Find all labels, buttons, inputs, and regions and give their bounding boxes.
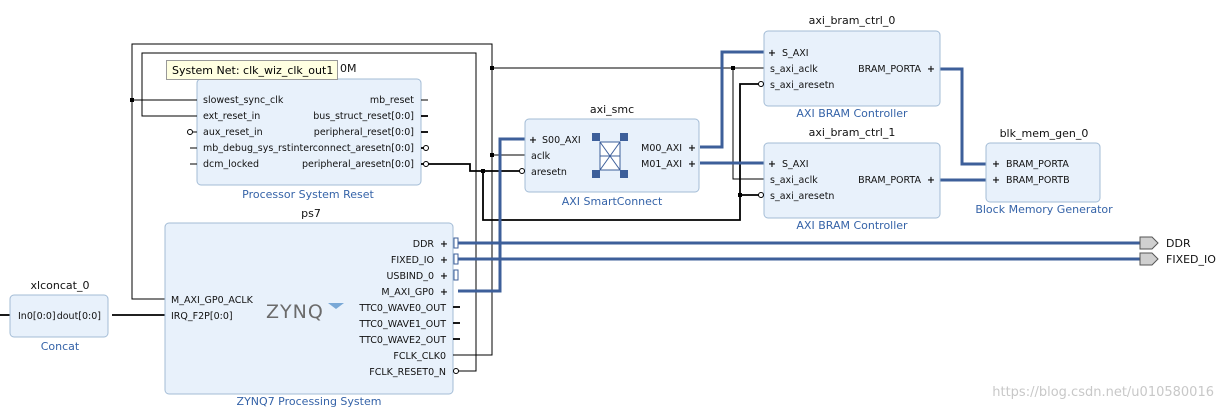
rst-left-ports: slowest_sync_clk ext_reset_in aux_reset_…	[187, 95, 291, 170]
aresetn-net[interactable]	[428, 163, 525, 172]
port-m-axi-gp0[interactable]: M_AXI_GP0	[381, 287, 434, 298]
plus-icon[interactable]: +	[529, 135, 537, 146]
port-mb-debug-sys-rst[interactable]: mb_debug_sys_rst	[203, 143, 291, 154]
bram1-block-subtitle: AXI BRAM Controller	[796, 219, 908, 232]
port-s-axi-aresetn[interactable]: s_axi_aresetn	[770, 80, 834, 91]
smc-block-name: axi_smc	[590, 103, 634, 116]
bram0-block-subtitle: AXI BRAM Controller	[796, 107, 908, 120]
port-s-axi[interactable]: S_AXI	[782, 159, 809, 170]
port-bus-struct-reset[interactable]: bus_struct_reset[0:0]	[313, 111, 414, 122]
zynq-logo-mark	[328, 303, 344, 309]
m-axi-gp0-bus[interactable]	[458, 137, 525, 293]
port-ext-reset-in[interactable]: ext_reset_in	[203, 111, 260, 122]
port-dcm-locked[interactable]: dcm_locked	[203, 159, 259, 170]
blk-mem-gen-block[interactable]: blk_mem_gen_0 Block Memory Generator + B…	[975, 127, 1113, 216]
port-ttc0-wave2-out[interactable]: TTC0_WAVE2_OUT	[358, 335, 446, 346]
mem-block-subtitle: Block Memory Generator	[975, 203, 1113, 216]
crossbar-icon	[592, 133, 628, 178]
plus-icon[interactable]: +	[440, 239, 448, 250]
port-fclk-clk0[interactable]: FCLK_CLK0	[393, 351, 446, 362]
port-dout[interactable]: dout[0:0]	[57, 311, 101, 322]
external-ports: DDR FIXED_IO	[1139, 236, 1216, 266]
plus-icon[interactable]: +	[688, 159, 696, 170]
aresetn-net-bram[interactable]	[482, 83, 764, 221]
clock-net-bram[interactable]	[492, 67, 764, 180]
plus-icon[interactable]: +	[768, 48, 776, 59]
external-port-fixed-io[interactable]: FIXED_IO	[1166, 253, 1216, 266]
port-m01-axi[interactable]: M01_AXI	[641, 159, 682, 170]
m00-axi-bus[interactable]	[700, 50, 764, 149]
plus-icon[interactable]: +	[440, 255, 448, 266]
port-peripheral-reset[interactable]: peripheral_reset[0:0]	[314, 127, 414, 138]
port-bram-portb[interactable]: BRAM_PORTB	[1006, 175, 1070, 186]
xlconcat-block[interactable]: xlconcat_0 Concat In0[0:0] dout[0:0]	[9, 279, 109, 353]
mem-block-name: blk_mem_gen_0	[1000, 127, 1089, 140]
plus-icon[interactable]: +	[768, 159, 776, 170]
clock-net[interactable]	[131, 43, 493, 356]
port-bram-porta[interactable]: BRAM_PORTA	[1006, 159, 1069, 170]
concat-block-subtitle: Concat	[41, 340, 80, 353]
plus-icon[interactable]: +	[992, 159, 1000, 170]
port-slowest-sync-clk[interactable]: slowest_sync_clk	[203, 95, 284, 106]
port-bram-porta[interactable]: BRAM_PORTA	[858, 175, 921, 186]
ps7-right-ports: DDR FIXED_IO USBIND_0 M_AXI_GP0 TTC0_WAV…	[358, 237, 460, 378]
port-usbind-0[interactable]: USBIND_0	[386, 271, 434, 282]
plus-icon[interactable]: +	[927, 175, 935, 186]
plus-icon[interactable]: +	[992, 175, 1000, 186]
plus-icon[interactable]: +	[927, 64, 935, 75]
zynq-logo: ZYNQ	[266, 301, 324, 323]
bram0-block-name: axi_bram_ctrl_0	[809, 14, 896, 27]
port-ddr[interactable]: DDR	[413, 239, 435, 250]
net-tooltip: System Net: clk_wiz_clk_out1	[166, 60, 338, 80]
port-interconnect-aresetn[interactable]: interconnect_aresetn[0:0]	[291, 143, 414, 154]
port-peripheral-aresetn[interactable]: peripheral_aresetn[0:0]	[302, 159, 414, 170]
concat-block-name: xlconcat_0	[31, 279, 90, 292]
bram1-block-name: axi_bram_ctrl_1	[809, 126, 896, 139]
clock-net-ps7[interactable]	[131, 100, 165, 300]
external-port-ddr-icon[interactable]	[1139, 236, 1159, 250]
plus-icon[interactable]: +	[440, 287, 448, 298]
axi-bram-ctrl-0-block[interactable]: axi_bram_ctrl_0 AXI BRAM Controller + S_…	[758, 14, 941, 120]
port-fixed-io[interactable]: FIXED_IO	[391, 255, 434, 266]
port-m00-axi[interactable]: M00_AXI	[641, 143, 682, 154]
proc-sys-reset-block[interactable]: 0M Processor System Reset slowest_sync_c…	[187, 62, 429, 201]
port-ttc0-wave1-out[interactable]: TTC0_WAVE1_OUT	[358, 319, 446, 330]
watermark: https://blog.csdn.net/u010580016	[992, 385, 1214, 400]
port-bram-porta[interactable]: BRAM_PORTA	[858, 64, 921, 75]
plus-icon[interactable]: +	[688, 143, 696, 154]
ps7-block-name: ps7	[301, 207, 321, 220]
port-s-axi-aclk[interactable]: s_axi_aclk	[770, 64, 818, 75]
wires	[0, 43, 1140, 372]
port-s-axi-aclk[interactable]: s_axi_aclk	[770, 175, 818, 186]
port-in0[interactable]: In0[0:0]	[18, 311, 56, 322]
rst-block-subtitle: Processor System Reset	[242, 188, 374, 201]
port-aresetn[interactable]: aresetn	[531, 167, 567, 178]
axi-bram-ctrl-1-block[interactable]: axi_bram_ctrl_1 AXI BRAM Controller + S_…	[758, 126, 941, 232]
bram0-porta-bus[interactable]	[940, 67, 986, 166]
axi-smartconnect-block[interactable]: axi_smc AXI SmartConnect + S00_AXI aclk …	[519, 103, 700, 208]
smc-block-subtitle: AXI SmartConnect	[562, 195, 663, 208]
rst-block-name: 0M	[340, 62, 357, 75]
rst-right-ports: mb_reset bus_struct_reset[0:0] periphera…	[291, 95, 429, 170]
port-irq-f2p[interactable]: IRQ_F2P[0:0]	[171, 311, 233, 322]
ps7-block-subtitle: ZYNQ7 Processing System	[237, 395, 382, 408]
ps7-block[interactable]: ps7 ZYNQ7 Processing System ZYNQ M_AXI_G…	[164, 207, 460, 408]
port-s-axi-aresetn[interactable]: s_axi_aresetn	[770, 191, 834, 202]
port-aux-reset-in[interactable]: aux_reset_in	[203, 127, 263, 138]
plus-icon[interactable]: +	[440, 271, 448, 282]
port-s00-axi[interactable]: S00_AXI	[542, 135, 581, 146]
port-mb-reset[interactable]: mb_reset	[370, 95, 414, 106]
external-port-fixed-io-icon[interactable]	[1139, 252, 1159, 266]
port-s-axi[interactable]: S_AXI	[782, 48, 809, 59]
port-fclk-reset0-n[interactable]: FCLK_RESET0_N	[369, 367, 446, 378]
external-port-ddr[interactable]: DDR	[1166, 237, 1191, 250]
port-m-axi-gp0-aclk[interactable]: M_AXI_GP0_ACLK	[171, 295, 254, 306]
port-aclk[interactable]: aclk	[531, 151, 551, 162]
port-ttc0-wave0-out[interactable]: TTC0_WAVE0_OUT	[358, 303, 446, 314]
reset-net[interactable]	[141, 52, 477, 372]
